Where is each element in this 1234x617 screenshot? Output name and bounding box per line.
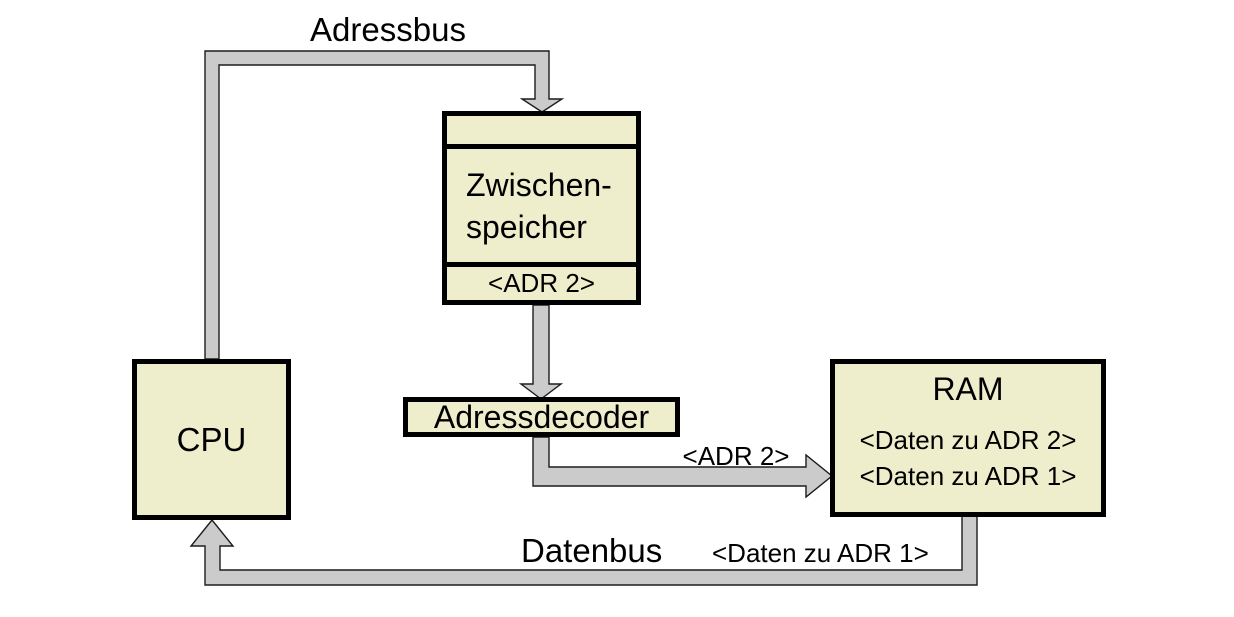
adressbus-label: Adressbus — [310, 11, 466, 48]
ram-entry-adr1: <Daten zu ADR 1> — [859, 461, 1077, 491]
ram-box: RAM <Daten zu ADR 2> <Daten zu ADR 1> — [830, 359, 1106, 517]
zwischenspeicher-title-line2: speicher — [466, 208, 587, 245]
zwischenspeicher-to-adressdecoder-arrow — [518, 304, 564, 400]
zwischenspeicher-stored-value: <ADR 2> — [447, 262, 636, 300]
adressdecoder-label: Adressdecoder — [433, 398, 650, 435]
ram-label: RAM — [932, 371, 1004, 407]
daten-zu-adr1-bus-label: <Daten zu ADR 1> — [712, 538, 929, 568]
adressdecoder-box: Adressdecoder — [403, 397, 680, 437]
adr2-bus-label: <ADR 2> — [682, 441, 790, 471]
datenbus-pipe — [189, 514, 978, 586]
adressbus-pipe — [204, 50, 565, 360]
ram-entries: <Daten zu ADR 2> <Daten zu ADR 1> — [835, 422, 1101, 494]
zwischenspeicher-title-line1: Zwischen- — [466, 166, 612, 203]
cpu-box: CPU — [132, 359, 291, 520]
cpu-label: CPU — [176, 420, 247, 458]
datenbus-label: Datenbus — [521, 532, 663, 569]
zwischenspeicher-box: Zwischen- speicher <ADR 2> — [442, 111, 641, 305]
adressdecoder-to-ram-arrow — [532, 436, 834, 499]
zwischenspeicher-empty-slot — [447, 116, 636, 149]
zwischenspeicher-title: Zwischen- speicher — [447, 149, 636, 262]
ram-entry-adr2: <Daten zu ADR 2> — [859, 425, 1077, 455]
